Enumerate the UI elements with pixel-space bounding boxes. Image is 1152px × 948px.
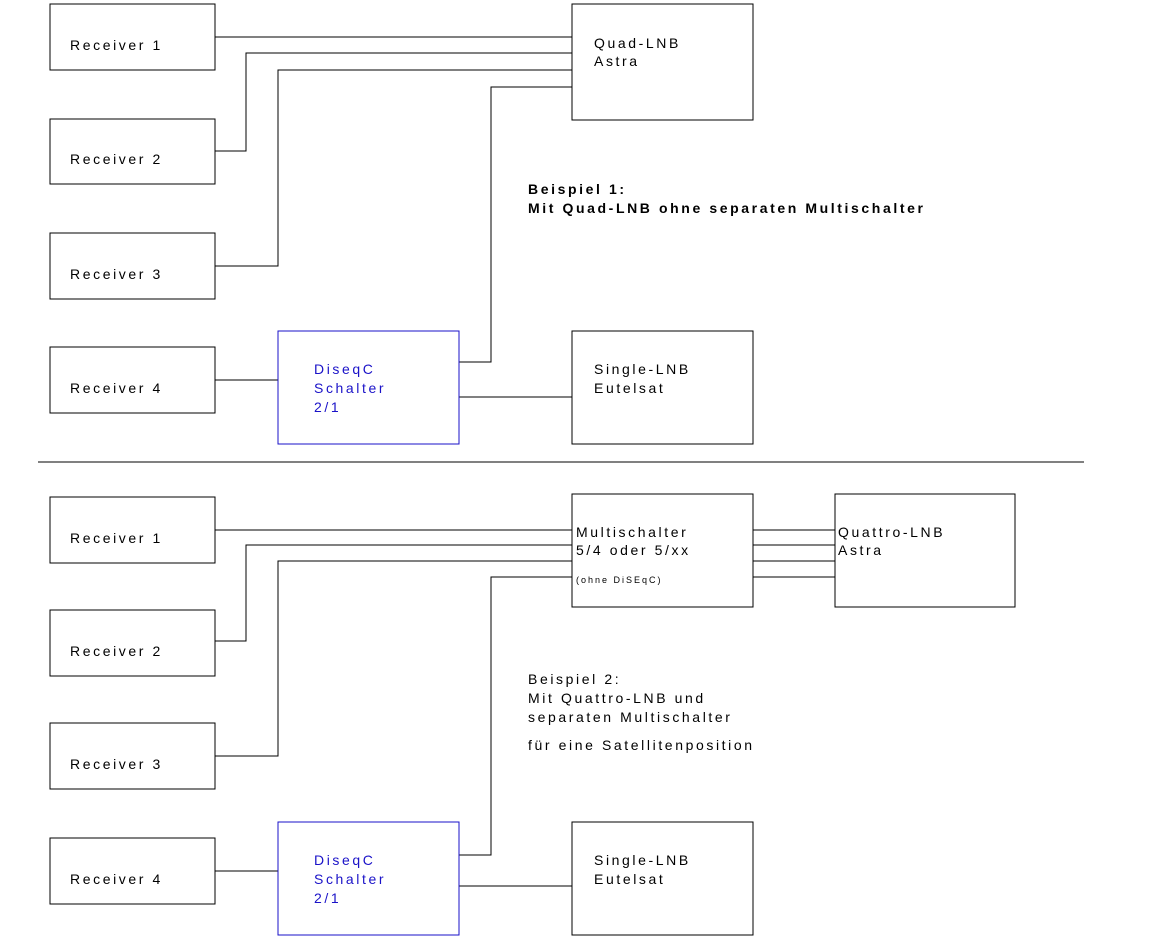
ex1-quad-lnb: Quad-LNB Astra — [571, 3, 754, 121]
ex2-receiver-2: Receiver 2 — [49, 609, 216, 677]
ex1-diseqc-switch: DiseqC Schalter 2/1 — [277, 330, 460, 445]
single-lnb-label: Single-LNB — [594, 852, 691, 868]
receiver-label: Receiver 1 — [70, 530, 163, 546]
ex2-wire-diseqc-to-multischalter — [459, 576, 572, 856]
receiver-label: Receiver 2 — [70, 151, 163, 167]
receiver-label: Receiver 1 — [70, 37, 163, 53]
receiver-label: Receiver 2 — [70, 643, 163, 659]
ex2-caption-line-3: für eine Satellitenposition — [528, 737, 755, 753]
ex1-caption-title: Beispiel 1: — [528, 181, 627, 197]
ex2-receiver-3: Receiver 3 — [49, 722, 216, 790]
single-lnb-satellite: Eutelsat — [594, 871, 665, 887]
diseqc-label: DiseqC — [314, 361, 376, 377]
ex1-receiver-1: Receiver 1 — [49, 3, 216, 71]
ex2-wire-receiver-2 — [215, 544, 572, 642]
quad-lnb-label: Quad-LNB — [594, 35, 681, 51]
ex2-caption-line-1: Mit Quattro-LNB und — [528, 690, 706, 706]
receiver-label: Receiver 3 — [70, 756, 163, 772]
ex2-receiver-1: Receiver 1 — [49, 496, 216, 564]
diseqc-label-2: Schalter — [314, 380, 386, 396]
ex1-wire-receiver-3 — [215, 69, 572, 267]
single-lnb-satellite: Eutelsat — [594, 380, 665, 396]
example-2: Receiver 1 Receiver 2 Receiver 3 Receive… — [49, 493, 1016, 936]
ex2-quattro-lnb: Quattro-LNB Astra — [834, 493, 1016, 608]
ex1-receiver-2: Receiver 2 — [49, 118, 216, 185]
quattro-lnb-satellite: Astra — [838, 542, 884, 558]
receiver-label: Receiver 3 — [70, 266, 163, 282]
ex2-receiver-4: Receiver 4 — [49, 837, 216, 905]
diseqc-label: DiseqC — [314, 852, 376, 868]
ex2-wire-receiver-3 — [215, 560, 572, 757]
diseqc-ratio: 2/1 — [314, 399, 341, 415]
quad-lnb-satellite: Astra — [594, 53, 640, 69]
ex1-receiver-4: Receiver 4 — [49, 346, 216, 414]
receiver-label: Receiver 4 — [70, 380, 163, 396]
multischalter-model: 5/4 oder 5/xx — [576, 542, 691, 558]
multischalter-label: Multischalter — [576, 524, 688, 540]
ex2-caption-title: Beispiel 2: — [528, 671, 621, 687]
quattro-lnb-label: Quattro-LNB — [838, 524, 945, 540]
ex2-diseqc-switch: DiseqC Schalter 2/1 — [277, 821, 460, 936]
ex1-wire-receiver-2 — [215, 52, 572, 152]
receiver-label: Receiver 4 — [70, 871, 163, 887]
single-lnb-label: Single-LNB — [594, 361, 691, 377]
ex1-wire-diseqc-to-quad — [459, 86, 572, 363]
example-1: Receiver 1 Receiver 2 Receiver 3 Receive… — [49, 3, 926, 445]
multischalter-note: (ohne DiSEqC) — [576, 575, 663, 585]
ex2-single-lnb: Single-LNB Eutelsat — [571, 821, 754, 936]
ex2-caption-line-2: separaten Multischalter — [528, 709, 733, 725]
ex1-receiver-3: Receiver 3 — [49, 232, 216, 300]
ex1-single-lnb: Single-LNB Eutelsat — [571, 330, 754, 445]
diseqc-label-2: Schalter — [314, 871, 386, 887]
ex2-multischalter: Multischalter 5/4 oder 5/xx (ohne DiSEqC… — [571, 493, 754, 608]
ex1-caption-text: Mit Quad-LNB ohne separaten Multischalte… — [528, 200, 926, 216]
diseqc-ratio: 2/1 — [314, 890, 341, 906]
